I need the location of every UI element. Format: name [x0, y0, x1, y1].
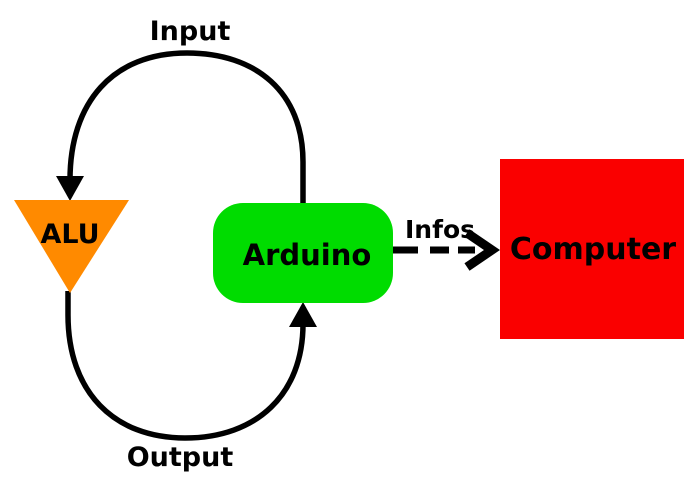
- computer-label: Computer: [510, 232, 676, 267]
- input-arrowhead-icon: [56, 176, 84, 201]
- output-arrowhead-icon: [289, 302, 317, 327]
- infos-arrowhead-icon: [464, 229, 501, 271]
- output-label: Output: [127, 442, 234, 473]
- alu-label: ALU: [40, 219, 99, 250]
- computer-node: [500, 159, 684, 339]
- input-arc: [67, 50, 306, 206]
- arduino-label: Arduino: [243, 238, 372, 272]
- output-arc: [65, 291, 306, 441]
- arduino-node: [213, 203, 393, 303]
- infos-label: Infos: [405, 215, 475, 244]
- alu-node: [14, 200, 129, 293]
- input-label: Input: [150, 16, 231, 47]
